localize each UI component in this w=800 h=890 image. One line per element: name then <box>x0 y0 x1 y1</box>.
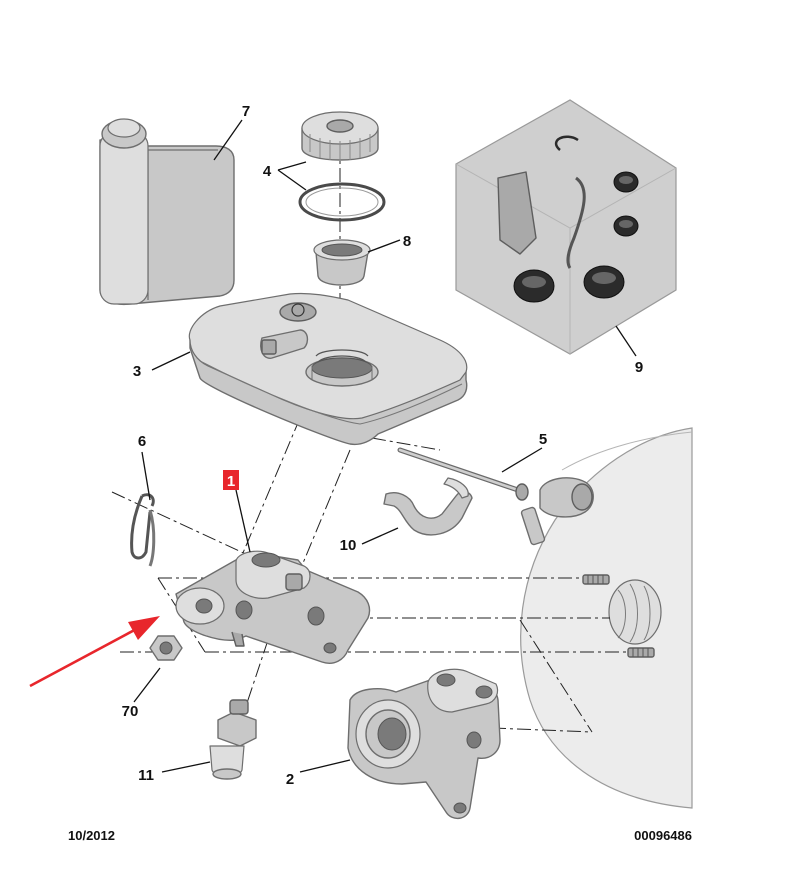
callout-1: 1 <box>227 473 235 490</box>
booster-hose-connector <box>520 477 594 546</box>
booster-stud-lower <box>627 647 655 658</box>
callout-10: 10 <box>340 537 357 554</box>
bolt <box>397 447 529 501</box>
seal-kit-box <box>455 99 677 355</box>
callout-labels: 1 2 3 4 5 6 7 8 9 10 11 70 <box>122 103 644 788</box>
callout-1-highlight <box>223 470 239 490</box>
callout-5: 5 <box>539 431 547 448</box>
callout-8: 8 <box>403 233 411 250</box>
footer-date: 10/2012 <box>68 828 115 843</box>
callout-3: 3 <box>133 363 141 380</box>
cap-seal-ring <box>298 182 386 222</box>
callout-70: 70 <box>122 703 139 720</box>
callout-4: 4 <box>263 163 272 180</box>
fluid-bottle <box>99 118 235 306</box>
footer-reference-number: 00096486 <box>634 828 692 843</box>
pressure-sensor <box>209 699 257 780</box>
callout-7: 7 <box>242 103 250 120</box>
nut <box>149 635 183 661</box>
clip-bracket <box>383 477 473 536</box>
callout-9: 9 <box>635 359 643 376</box>
fluid-reservoir <box>188 292 468 446</box>
reservoir-cap <box>301 111 379 161</box>
red-pointer-arrow <box>29 616 160 688</box>
master-cylinder <box>175 550 371 664</box>
filter-sleeve <box>313 239 371 286</box>
callout-11: 11 <box>138 767 154 784</box>
master-cylinder-body <box>347 668 501 819</box>
callout-6: 6 <box>138 433 146 450</box>
callout-2: 2 <box>286 771 294 788</box>
leader-lines <box>133 119 637 773</box>
retaining-pin <box>130 493 156 567</box>
booster-stud-upper <box>582 574 610 585</box>
